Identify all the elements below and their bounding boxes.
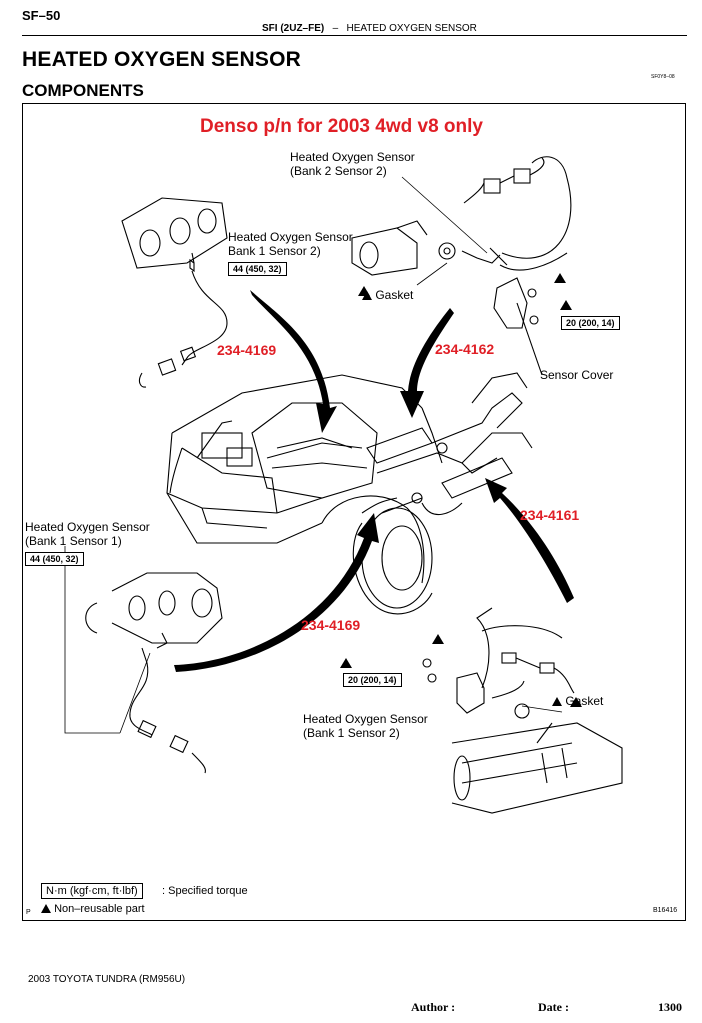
exhaust-manifold-front-left (85, 572, 223, 649)
exhaust-manifold-upper-left (121, 197, 228, 269)
exhaust-pipe-bottom (451, 722, 623, 814)
torque-spec-2: 20 (200, 14) (561, 316, 620, 330)
leader-lines (64, 176, 563, 734)
label-b1s2-bottom: Heated Oxygen Sensor (Bank 1 Sensor 2) (303, 712, 428, 740)
torque-spec-4: 20 (200, 14) (343, 673, 402, 687)
part-number-3: 234-4161 (520, 507, 580, 523)
arrow-lower (174, 513, 379, 672)
page-title: HEATED OXYGEN SENSOR (22, 48, 301, 71)
label-b1s1-line2: (Bank 1 Sensor 1) (25, 534, 122, 548)
torque-spec-3: 44 (450, 32) (25, 552, 84, 566)
label-sensor-cover: Sensor Cover (540, 368, 614, 382)
label-b2s2: Heated Oxygen Sensor (Bank 2 Sensor 2) (290, 150, 415, 178)
footer-page-number: 1300 (658, 1000, 682, 1014)
p-mark: P (26, 909, 31, 916)
callout-arrows (174, 290, 574, 672)
header-rule (22, 35, 687, 36)
legend-non-reusable: Non–reusable part (41, 903, 145, 915)
label-b2s2-line2: (Bank 2 Sensor 2) (290, 164, 387, 178)
section-code: SFI (2UZ–FE) (262, 23, 325, 34)
label-b1s2-top-line1: Heated Oxygen Sensor (228, 230, 353, 244)
label-gasket-bottom: Gasket (552, 694, 603, 708)
figure-frame (22, 103, 686, 921)
exhaust-system (361, 372, 533, 515)
page-code: SF–50 (22, 8, 61, 23)
section-separator: – (332, 23, 339, 34)
arrow-upper-right (400, 308, 454, 418)
arrow-upper-left (250, 290, 337, 433)
label-b1s2-bottom-line2: (Bank 1 Sensor 2) (303, 726, 400, 740)
legend-torque-unit: N·m (kgf·cm, ft·lbf) (41, 883, 143, 899)
sensor-cable-b1s2-top (138, 258, 228, 388)
part-number-4: 234-4169 (301, 617, 361, 633)
page-subtitle: COMPONENTS (22, 81, 144, 100)
non-reusable-icon (362, 291, 372, 300)
non-reusable-icon (552, 697, 562, 706)
denso-note: Denso p/n for 2003 4wd v8 only (200, 116, 483, 137)
part-number-2: 234-4162 (435, 341, 495, 357)
section-header: SFI (2UZ–FE) – HEATED OXYGEN SENSOR (262, 23, 477, 34)
sensor-cable-b1s1 (129, 647, 206, 774)
illustration-code: B16416 (653, 907, 678, 914)
label-gasket-bottom-text: Gasket (565, 694, 604, 708)
truck-body (166, 374, 443, 615)
torque-spec-1: 44 (450, 32) (228, 262, 287, 276)
label-b1s2-top: Heated Oxygen Sensor Bank 1 Sensor 2) (228, 230, 353, 258)
engine-block (201, 402, 378, 499)
label-b1s1-line1: Heated Oxygen Sensor (25, 520, 150, 534)
non-reusable-markers (340, 273, 582, 707)
exploded-diagram (64, 156, 623, 814)
section-title: HEATED OXYGEN SENSOR (346, 23, 477, 34)
arrow-right (485, 478, 574, 603)
label-b1s1: Heated Oxygen Sensor (Bank 1 Sensor 1) (25, 520, 150, 548)
sensor-assembly-b1s2-bottom (422, 607, 575, 719)
label-b1s2-bottom-line1: Heated Oxygen Sensor (303, 712, 428, 726)
label-gasket-top: Gasket (362, 288, 413, 302)
legend-torque-desc: : Specified torque (162, 885, 248, 897)
footer-model: 2003 TOYOTA TUNDRA (RM956U) (28, 974, 186, 985)
sensor-cover (493, 277, 543, 376)
part-number-1: 234-4169 (217, 342, 277, 358)
legend-non-reusable-text: Non–reusable part (54, 903, 145, 915)
sensor-assembly-b2s2 (351, 156, 572, 276)
figure-code: SF0Y8–08 (651, 74, 675, 80)
label-b1s2-top-line2: Bank 1 Sensor 2) (228, 244, 321, 258)
label-b2s2-line1: Heated Oxygen Sensor (290, 150, 415, 164)
footer-date-label: Date : (538, 1000, 569, 1014)
label-gasket-top-text: Gasket (375, 288, 414, 302)
non-reusable-icon (41, 904, 51, 913)
footer-author-label: Author : (411, 1000, 456, 1014)
